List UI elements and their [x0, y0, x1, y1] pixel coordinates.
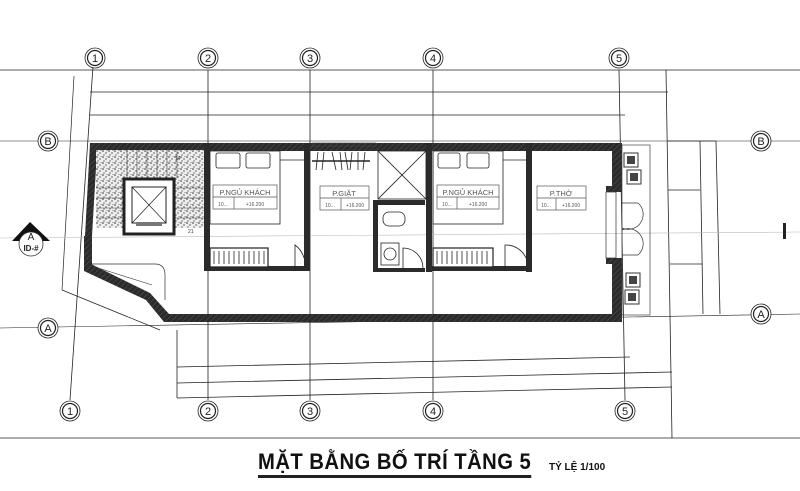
- grid-bubble-B-left: B: [37, 130, 59, 152]
- exterior-walls: [84, 143, 622, 322]
- room-name: P.GIẶT: [332, 189, 356, 198]
- room-area: 10...: [218, 202, 228, 208]
- grid-bubble-A-left: A: [37, 317, 59, 339]
- grid-lines: [0, 65, 800, 439]
- room-level: +16.200: [246, 202, 264, 208]
- room-name: P.NGỦ KHÁCH: [219, 188, 270, 197]
- room-level: +16.200: [346, 203, 364, 209]
- room-level: +16.200: [562, 203, 580, 209]
- grid-bubble-4-top: 4: [422, 47, 444, 69]
- section-ref: ID-#: [23, 244, 39, 253]
- room-name: P.THỜ: [550, 189, 573, 198]
- grid-label: 4: [430, 53, 436, 65]
- grid-bubble-3-bottom: 3: [299, 400, 321, 422]
- grid-label: 2: [205, 406, 211, 418]
- grid-label: 4: [430, 406, 436, 418]
- shaft-wc: [377, 150, 427, 270]
- room-tag-laundry: P.GIẶT 10... +16.200: [319, 185, 370, 211]
- stair-step-label-top: 14: [175, 156, 181, 162]
- grid-label: 2: [205, 53, 211, 65]
- grid-label: 3: [307, 406, 313, 418]
- room-tag-altar-room: P.THỜ 10... +16.200: [536, 185, 587, 211]
- grid-label: B: [44, 136, 51, 148]
- guest-bed-2: [432, 150, 527, 271]
- room-name: P.NGỦ KHÁCH: [442, 188, 493, 197]
- grid-bubble-B-right: B: [750, 130, 772, 152]
- drawing-title: MẶT BẰNG BỐ TRÍ TẦNG 5: [258, 450, 532, 478]
- front-balcony: [605, 144, 651, 316]
- grid-bubble-4-bottom: 4: [422, 400, 444, 422]
- grid-bubble-A-right: A: [750, 303, 772, 325]
- grid-bubble-5-bottom: 5: [614, 400, 636, 422]
- grid-label: 1: [92, 53, 98, 65]
- grid-bubble-2-top: 2: [197, 47, 219, 69]
- grid-label: B: [757, 136, 764, 148]
- grid-bubbles: 1 2 3 4 5 1 2 3 4 5 B A B A: [37, 47, 772, 422]
- room-area: 10...: [325, 203, 335, 209]
- drawing-scale: TỶ LỆ 1/100: [549, 462, 606, 473]
- section-cut-mark: [783, 223, 786, 239]
- grid-bubble-5-top: 5: [608, 47, 630, 69]
- stair-step-label-bottom: 21: [188, 229, 194, 235]
- guest-bed-1: [209, 150, 305, 271]
- grid-bubble-1-bottom: 1: [59, 400, 81, 422]
- grid-bubble-2-bottom: 2: [197, 400, 219, 422]
- laundry-rack: [312, 151, 370, 171]
- room-area: 10...: [541, 203, 551, 209]
- grid-label: 5: [622, 406, 628, 418]
- grid-label: 3: [307, 53, 313, 65]
- interior-walls: [204, 143, 532, 272]
- grid-label: 5: [616, 53, 622, 65]
- balcony-outline: [92, 263, 166, 300]
- room-tag-guest-bedroom-2: P.NGỦ KHÁCH 10... +16.200: [436, 184, 500, 210]
- wardrobe-2: [432, 247, 494, 268]
- grid-label: 1: [67, 406, 73, 418]
- room-area: 10...: [442, 202, 452, 208]
- grid-bubble-1-top: 1: [84, 47, 106, 69]
- grid-label: A: [757, 309, 765, 321]
- drawing-title-block: MẶT BẰNG BỐ TRÍ TẦNG 5 TỶ LỆ 1/100: [258, 450, 605, 478]
- room-tag-guest-bedroom-1: P.NGỦ KHÁCH 10... +16.200: [212, 184, 278, 210]
- grid-label: A: [44, 323, 52, 335]
- wardrobe-1: [209, 247, 269, 268]
- room-level: +16.200: [469, 202, 487, 208]
- section-letter: A: [28, 232, 35, 243]
- section-marker: A ID-#: [12, 222, 50, 257]
- stair-elevator-core: 14 21: [96, 150, 204, 236]
- grid-bubble-3-top: 3: [299, 47, 321, 69]
